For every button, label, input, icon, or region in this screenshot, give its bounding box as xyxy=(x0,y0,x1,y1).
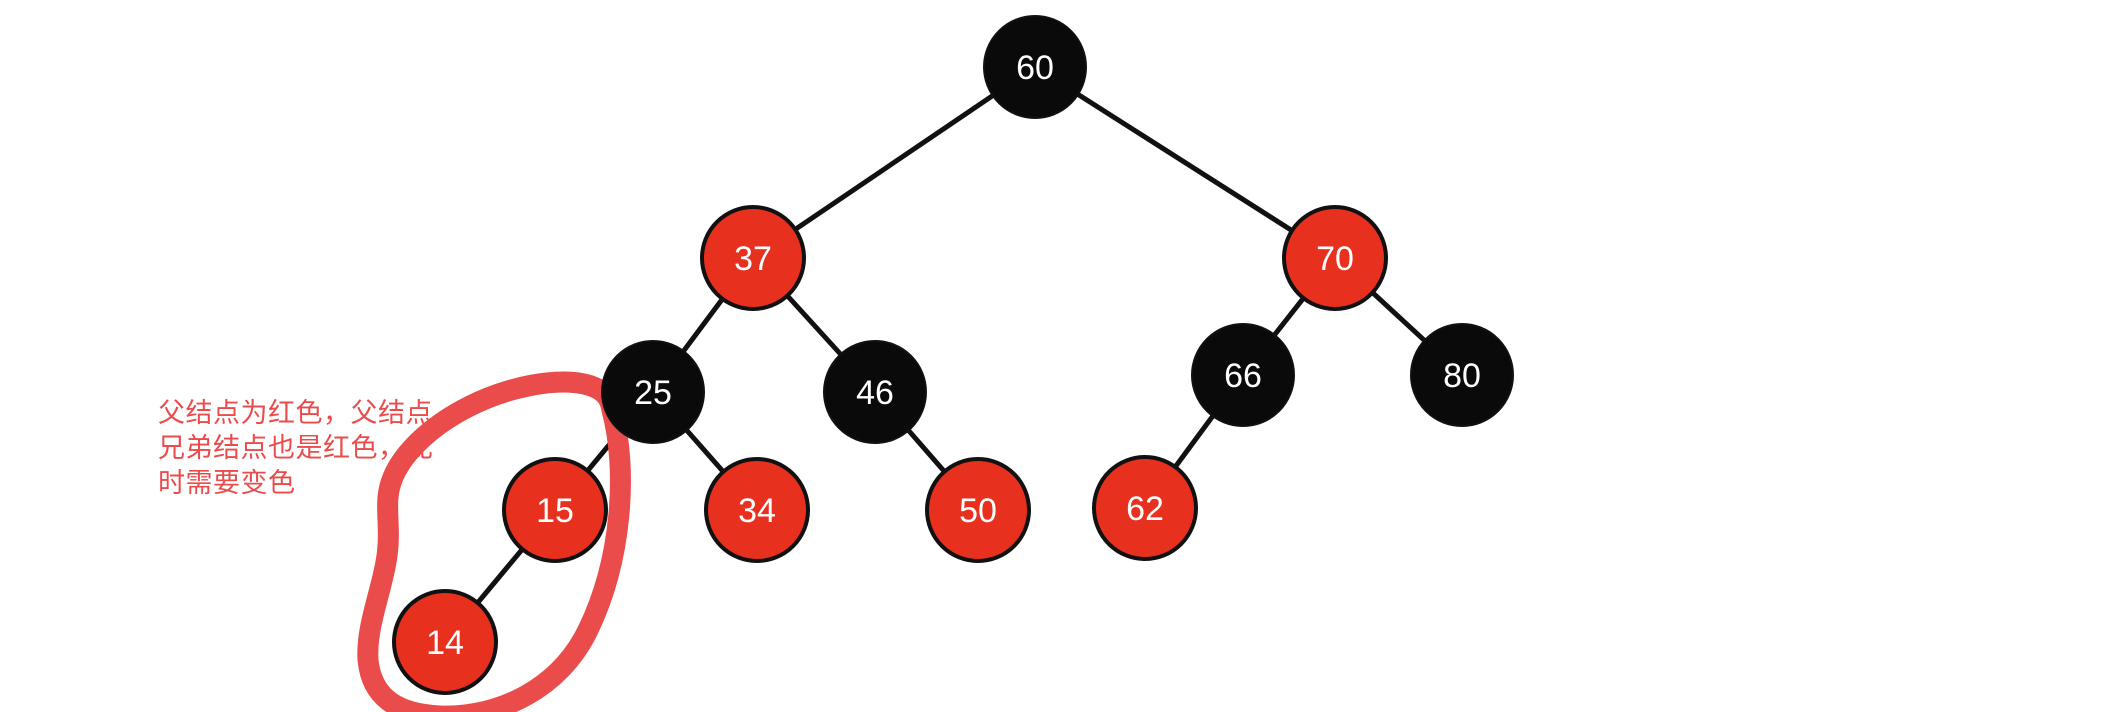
tree-edge xyxy=(472,543,528,609)
tree-nodes: 60 37 70 25 46 66 80 15 34 50 62 14 xyxy=(392,15,1514,695)
node-label: 50 xyxy=(959,492,997,530)
tree-edge xyxy=(1269,292,1309,341)
node-label: 80 xyxy=(1443,357,1481,395)
node-circle xyxy=(502,457,608,563)
tree-node-14[interactable]: 14 xyxy=(392,589,498,695)
node-label: 15 xyxy=(536,492,574,530)
node-label: 46 xyxy=(856,374,894,412)
hand-drawn-oval-highlight xyxy=(357,371,631,712)
tree-edge xyxy=(1072,89,1298,236)
tree-node-46[interactable]: 46 xyxy=(823,340,927,444)
tree-node-15[interactable]: 15 xyxy=(502,457,608,563)
tree-node-60[interactable]: 60 xyxy=(983,15,1087,119)
tree-node-34[interactable]: 34 xyxy=(704,457,810,563)
node-circle xyxy=(823,340,927,444)
tree-edge xyxy=(681,424,729,478)
tree-node-25[interactable]: 25 xyxy=(601,340,705,444)
node-label: 62 xyxy=(1126,490,1164,528)
node-label: 14 xyxy=(426,624,464,662)
tree-edge xyxy=(782,290,846,360)
tree-node-62[interactable]: 62 xyxy=(1092,455,1198,561)
node-label: 34 xyxy=(738,492,776,530)
node-circle xyxy=(704,457,810,563)
node-label: 37 xyxy=(734,240,772,278)
tree-node-37[interactable]: 37 xyxy=(700,205,806,311)
tree-node-66[interactable]: 66 xyxy=(1191,323,1295,427)
node-label: 66 xyxy=(1224,357,1262,395)
tree-edge xyxy=(903,424,950,478)
node-label: 70 xyxy=(1316,240,1354,278)
node-circle xyxy=(392,589,498,695)
node-circle xyxy=(1410,323,1514,427)
annotation-highlight-loop xyxy=(357,371,631,712)
node-label: 25 xyxy=(634,374,672,412)
node-circle xyxy=(1282,205,1388,311)
tree-edges xyxy=(472,89,1430,609)
node-label: 60 xyxy=(1016,49,1054,87)
tree-edge xyxy=(1170,410,1218,473)
tree-edge xyxy=(1367,287,1430,346)
node-circle xyxy=(983,15,1087,119)
tree-edge xyxy=(678,293,728,357)
tree-node-80[interactable]: 80 xyxy=(1410,323,1514,427)
node-circle xyxy=(925,457,1031,563)
tree-node-70[interactable]: 70 xyxy=(1282,205,1388,311)
node-circle xyxy=(1092,455,1198,561)
annotation-note-text: 父结点为红色，父结点兄弟结点也是红色，此时需要变色 xyxy=(158,398,433,498)
tree-edge xyxy=(789,90,999,235)
node-circle xyxy=(700,205,806,311)
node-circle xyxy=(601,340,705,444)
node-circle xyxy=(1191,323,1295,427)
tree-node-50[interactable]: 50 xyxy=(925,457,1031,563)
